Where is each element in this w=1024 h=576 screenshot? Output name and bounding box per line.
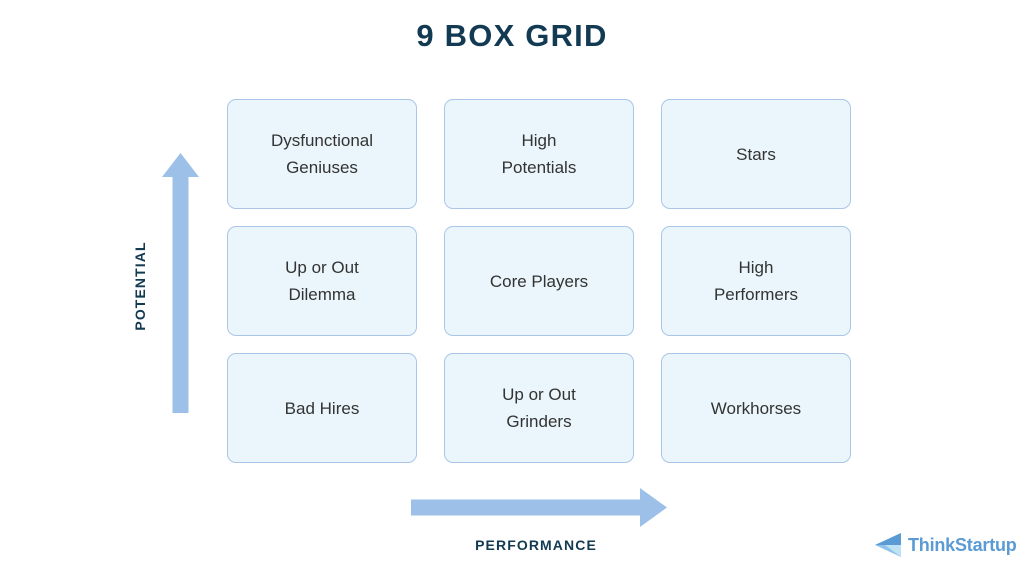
grid-cell[interactable]: Bad Hires (227, 353, 417, 463)
nine-box-grid: Dysfunctional Geniuses High Potentials S… (227, 99, 851, 463)
y-axis-label: POTENTIAL (132, 241, 148, 331)
logo[interactable]: ThinkStartup (873, 532, 1017, 558)
grid-cell[interactable]: Up or Out Dilemma (227, 226, 417, 336)
grid-cell[interactable]: Stars (661, 99, 851, 209)
grid-cell[interactable]: High Performers (661, 226, 851, 336)
arrow-right-icon (411, 488, 667, 527)
grid-cell[interactable]: High Potentials (444, 99, 634, 209)
grid-cell[interactable]: Core Players (444, 226, 634, 336)
logo-text: ThinkStartup (908, 534, 1017, 555)
x-axis-label: PERFORMANCE (475, 537, 597, 553)
grid-cell[interactable]: Dysfunctional Geniuses (227, 99, 417, 209)
triangle-left-icon (875, 533, 901, 557)
page-title: 9 BOX GRID (416, 18, 608, 53)
grid-cell[interactable]: Up or Out Grinders (444, 353, 634, 463)
arrow-up-icon (162, 153, 199, 413)
grid-cell[interactable]: Workhorses (661, 353, 851, 463)
